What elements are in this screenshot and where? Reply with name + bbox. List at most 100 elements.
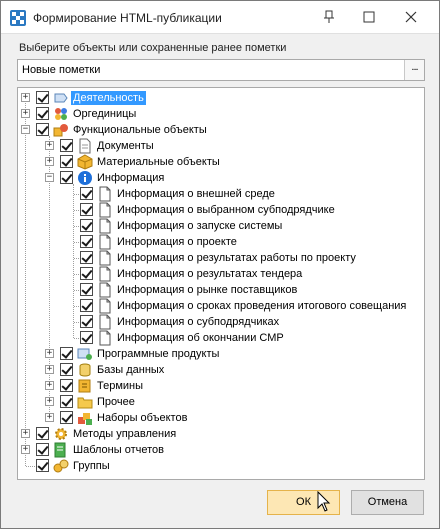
tree-item[interactable]: Информация о субподрядчиках — [18, 314, 424, 330]
tree-item[interactable]: − Информация — [18, 170, 424, 186]
tree-item-checkbox[interactable] — [36, 91, 49, 104]
collapse-icon[interactable]: − — [21, 124, 30, 134]
tree-item-checkbox[interactable] — [80, 267, 93, 280]
tree-item[interactable]: Информация о результатах работы по проек… — [18, 250, 424, 266]
expand-icon[interactable]: + — [45, 140, 54, 150]
tree-item-checkbox[interactable] — [80, 299, 93, 312]
page-icon — [97, 250, 113, 266]
page-icon — [97, 330, 113, 346]
tree-item[interactable]: −Функциональные объекты — [18, 122, 424, 138]
tree-item[interactable]: +Документы — [18, 138, 424, 154]
expand-icon[interactable]: + — [45, 396, 54, 406]
maximize-icon[interactable] — [355, 5, 383, 29]
tree-item-label: Методы управления — [73, 428, 177, 440]
tree-item[interactable]: Информация о рынке поставщиков — [18, 282, 424, 298]
expand-icon[interactable]: + — [45, 364, 54, 374]
tree-item-checkbox[interactable] — [60, 411, 73, 424]
expand-icon[interactable]: + — [45, 380, 54, 390]
tree-item[interactable]: Информация о сроках проведения итогового… — [18, 298, 424, 314]
tree-item[interactable]: +Программные продукты — [18, 346, 424, 362]
marks-combo[interactable]: Новые пометки ... — [17, 59, 425, 81]
tree-connector-line — [26, 466, 35, 467]
expand-icon[interactable]: + — [21, 108, 30, 118]
tree-connector-line — [74, 274, 79, 275]
tree-item[interactable]: +Материальные объекты — [18, 154, 424, 170]
tree-item-label: Наборы объектов — [97, 412, 188, 424]
expand-icon[interactable]: + — [21, 428, 30, 438]
tree-item-checkbox[interactable] — [60, 363, 73, 376]
tree-item-label: Информация об окончании СМР — [117, 332, 284, 344]
page-icon — [97, 282, 113, 298]
tree-item-checkbox[interactable] — [80, 203, 93, 216]
tree-item-checkbox[interactable] — [80, 235, 93, 248]
tree-item-label: Базы данных — [97, 364, 165, 376]
tree-item-label: Информация о субподрядчиках — [117, 316, 280, 328]
tree-connector-line — [49, 136, 50, 418]
browse-button[interactable]: ... — [404, 60, 424, 80]
tree-item-checkbox[interactable] — [36, 459, 49, 472]
tree-item-checkbox[interactable] — [36, 123, 49, 136]
tree-item[interactable]: +Шаблоны отчетов — [18, 442, 424, 458]
tree-item-checkbox[interactable] — [80, 331, 93, 344]
tree-item-checkbox[interactable] — [80, 187, 93, 200]
object-sets-icon — [77, 410, 93, 426]
tree-item[interactable]: Информация о проекте — [18, 234, 424, 250]
tree-item-checkbox[interactable] — [36, 107, 49, 120]
tree-item-checkbox[interactable] — [60, 379, 73, 392]
page-icon — [97, 218, 113, 234]
page-icon — [97, 298, 113, 314]
tree-connector-line — [74, 322, 79, 323]
tree-item-checkbox[interactable] — [36, 427, 49, 440]
tree-item-checkbox[interactable] — [80, 315, 93, 328]
functional-objects-icon — [53, 122, 69, 138]
tree-item[interactable]: Информация об окончании СМР — [18, 330, 424, 346]
tree-connector-line — [74, 210, 79, 211]
tree-item[interactable]: +Деятельность — [18, 90, 424, 106]
title-bar: Формирование HTML-публикации — [1, 1, 439, 34]
tree-item[interactable]: +Термины — [18, 378, 424, 394]
tree-item-checkbox[interactable] — [60, 347, 73, 360]
expand-icon[interactable]: + — [21, 92, 30, 102]
database-icon — [77, 362, 93, 378]
tree-item[interactable]: Информация о выбранном субподрядчике — [18, 202, 424, 218]
app-icon — [10, 10, 26, 26]
objects-prompt-label: Выберите объекты или сохраненные ранее п… — [19, 42, 287, 54]
tree-item[interactable]: +Оргединицы — [18, 106, 424, 122]
close-icon[interactable] — [397, 5, 425, 29]
info-icon — [77, 170, 93, 186]
tree-item-checkbox[interactable] — [80, 219, 93, 232]
tree-item-checkbox[interactable] — [60, 139, 73, 152]
tree-connector-line — [74, 338, 79, 339]
tree-item[interactable]: Информация о внешней среде — [18, 186, 424, 202]
software-icon — [77, 346, 93, 362]
tree-item[interactable]: Информация о результатах тендера — [18, 266, 424, 282]
expand-icon[interactable]: + — [45, 348, 54, 358]
tree-item[interactable]: +Прочее — [18, 394, 424, 410]
window-title: Формирование HTML-публикации — [33, 11, 222, 25]
tree-item[interactable]: Группы — [18, 458, 424, 474]
page-icon — [97, 314, 113, 330]
terms-icon — [77, 378, 93, 394]
tree-connector-line — [25, 98, 26, 466]
tree-item-checkbox[interactable] — [80, 283, 93, 296]
page-icon — [97, 202, 113, 218]
cancel-button[interactable]: Отмена — [351, 490, 424, 515]
tree-item-checkbox[interactable] — [80, 251, 93, 264]
expand-icon[interactable]: + — [45, 412, 54, 422]
expand-icon[interactable]: + — [45, 156, 54, 166]
tree-item[interactable]: + Базы данных — [18, 362, 424, 378]
tree-item-checkbox[interactable] — [60, 155, 73, 168]
tree-item-label: Информация — [97, 172, 165, 184]
tree-item-checkbox[interactable] — [60, 171, 73, 184]
page-icon — [97, 186, 113, 202]
pin-icon[interactable] — [315, 5, 343, 29]
tree-item[interactable]: + Наборы объектов — [18, 410, 424, 426]
tree-item[interactable]: + Методы управления — [18, 426, 424, 442]
tree-item-checkbox[interactable] — [60, 395, 73, 408]
collapse-icon[interactable]: − — [45, 172, 54, 182]
tree-item[interactable]: Информация о запуске системы — [18, 218, 424, 234]
expand-icon[interactable]: + — [21, 444, 30, 454]
tree-item-checkbox[interactable] — [36, 443, 49, 456]
objects-tree[interactable]: +Деятельность+Оргединицы−Функциональные … — [17, 87, 425, 480]
tree-connector-line — [74, 194, 79, 195]
